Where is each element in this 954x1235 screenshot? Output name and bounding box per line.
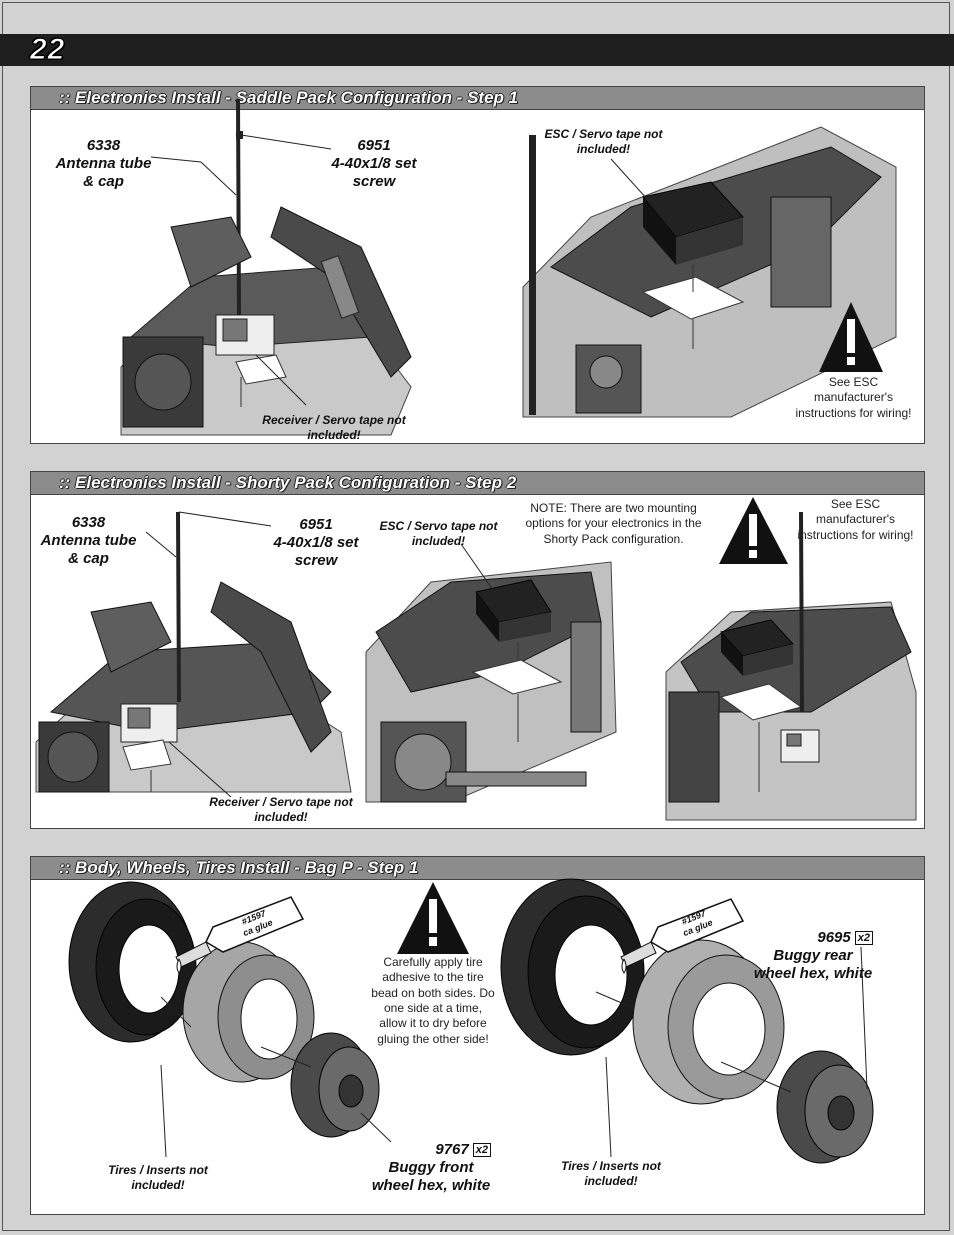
chassis-right-drawing (522, 126, 897, 418)
chassis-middle-drawing (365, 561, 617, 803)
section-title: :: Body, Wheels, Tires Install - Bag P -… (59, 858, 419, 877)
tires-callout-left: Tires / Inserts not included! (108, 1163, 208, 1192)
chassis-left-drawing (35, 511, 352, 793)
section-header: :: Body, Wheels, Tires Install - Bag P -… (31, 857, 924, 880)
section-body-wheels-tires: :: Body, Wheels, Tires Install - Bag P -… (30, 856, 925, 1215)
page-number: 22 (29, 33, 66, 66)
section-title: :: Electronics Install - Saddle Pack Con… (59, 88, 519, 107)
warning-text: See ESC manufacturer's instructions for … (797, 497, 914, 542)
note-text: NOTE: There are two mounting options for… (525, 501, 702, 546)
chassis-right-drawing (665, 511, 917, 821)
receiver-callout: Receiver / Servo tape not included! (262, 413, 406, 442)
section-header: :: Electronics Install - Saddle Pack Con… (31, 87, 924, 110)
rear-tire-drawing (500, 878, 874, 1164)
warning-icon (397, 882, 469, 954)
esc-callout: ESC / Servo tape not included! (379, 519, 498, 548)
section-header: :: Electronics Install - Shorty Pack Con… (31, 472, 924, 495)
set-screw-callout: 6951 4-40x1/8 set screw (331, 137, 417, 190)
tires-callout-right: Tires / Inserts not included! (561, 1159, 661, 1188)
section-shorty-pack: :: Electronics Install - Shorty Pack Con… (30, 471, 925, 829)
warning-icon (819, 302, 883, 372)
ca-glue-tube-left (175, 896, 305, 974)
qty-badge: x2 (472, 1143, 491, 1158)
esc-callout: ESC / Servo tape not included! (544, 127, 663, 156)
ca-glue-tube-right (620, 898, 745, 974)
warning-icon (719, 497, 788, 564)
wheels-tires-illustration (68, 878, 874, 1164)
warning-text: See ESC manufacturer's instructions for … (795, 375, 912, 420)
antenna-callout: 6338 Antenna tube & cap (55, 137, 152, 190)
warning-text: Carefully apply tire adhesive to the tir… (371, 955, 495, 1046)
saddle-pack-illustration (120, 98, 897, 436)
receiver-callout: Receiver / Servo tape not included! (209, 795, 353, 824)
qty-badge: x2 (854, 931, 873, 946)
front-tire-drawing (68, 881, 380, 1138)
antenna-callout: 6338 Antenna tube & cap (40, 514, 137, 567)
top-band (0, 34, 954, 66)
set-screw-callout: 6951 4-40x1/8 set screw (273, 516, 359, 569)
shorty-pack-illustration (35, 497, 917, 821)
section-saddle-pack: :: Electronics Install - Saddle Pack Con… (30, 86, 925, 444)
section-title: :: Electronics Install - Shorty Pack Con… (59, 473, 517, 492)
chassis-left-drawing (120, 98, 412, 436)
